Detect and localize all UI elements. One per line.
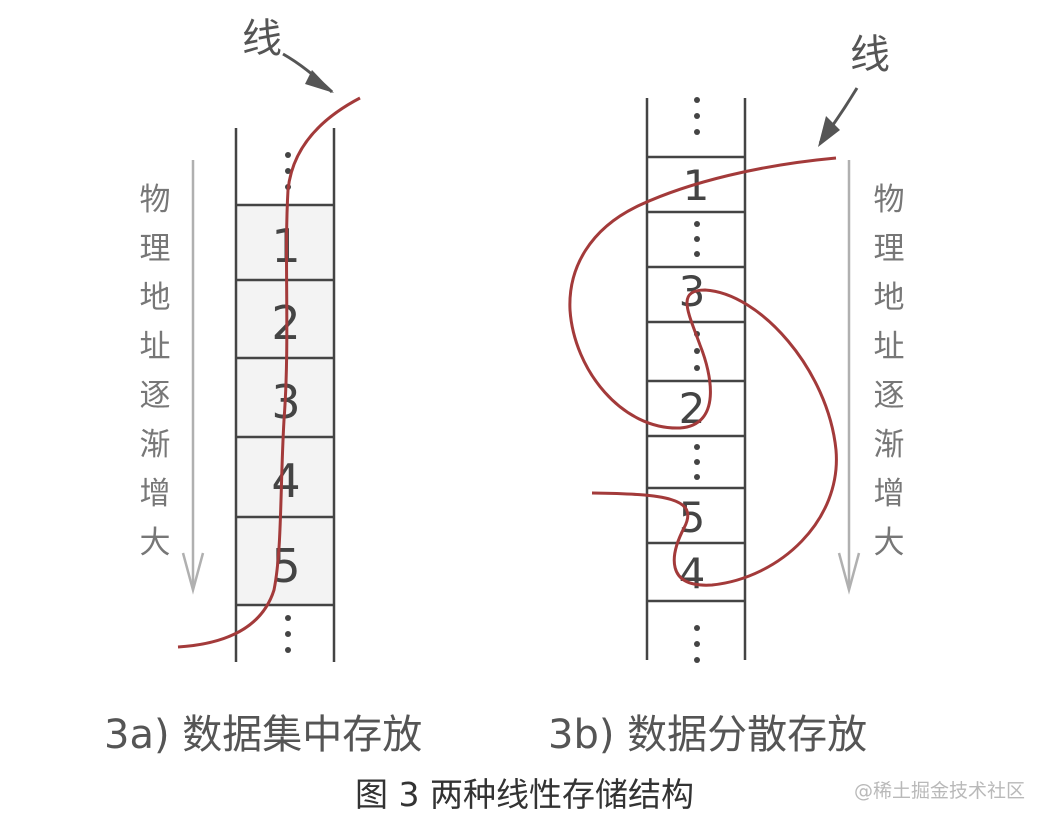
right-axis-char: 渐: [874, 427, 905, 463]
left-panel-caption: 3a) 数据集中存放: [104, 712, 423, 758]
left-axis-char: 渐: [140, 427, 171, 463]
left-axis-char: 大: [140, 525, 171, 561]
left-axis-arrow: [181, 160, 205, 595]
left-axis-char: 址: [140, 329, 171, 365]
right-line-label: 线: [850, 32, 890, 78]
right-panel: 1 3 2 5 4 物 理 地 址 逐 渐 增 大 线: [568, 32, 905, 663]
watermark: @稀土掘金技术社区: [853, 780, 1025, 802]
left-panel: 1 2 3 4 5 物 理 地 址 逐 渐 增 大 线: [140, 16, 361, 662]
right-axis-char: 大: [874, 525, 905, 561]
left-ellipsis-top: [285, 152, 291, 190]
right-axis-char: 物: [874, 182, 905, 218]
right-axis-char: 地: [874, 280, 905, 316]
right-axis-arrow: [837, 160, 861, 595]
left-axis-char: 理: [140, 231, 171, 267]
right-ellipsis-gap: [694, 221, 700, 257]
left-axis-label: 物 理 地 址 逐 渐 增 大: [140, 182, 171, 561]
right-axis-char: 址: [874, 329, 905, 365]
right-axis-char: 增: [874, 476, 905, 512]
right-panel-caption: 3b) 数据分散存放: [548, 712, 868, 758]
right-ellipsis-bottom: [694, 625, 700, 663]
right-ellipsis-top: [694, 97, 700, 135]
left-cell-label: 4: [271, 454, 300, 508]
right-cell-label: 5: [679, 493, 706, 542]
left-axis-char: 物: [140, 182, 171, 218]
right-axis-char: 理: [874, 231, 905, 267]
left-axis-char: 地: [140, 280, 171, 316]
left-axis-char: 逐: [140, 378, 171, 414]
figure-caption: 图 3 两种线性存储结构: [355, 775, 694, 814]
left-line-pointer-arrow: [282, 52, 334, 94]
left-data-thread: [177, 96, 361, 649]
right-axis-label: 物 理 地 址 逐 渐 增 大: [874, 182, 905, 561]
left-axis-char: 增: [140, 476, 171, 512]
right-ellipsis-gap: [694, 444, 700, 480]
left-line-label: 线: [242, 16, 282, 62]
right-data-thread: [568, 156, 838, 587]
right-axis-char: 逐: [874, 378, 905, 414]
right-line-pointer-arrow: [818, 87, 859, 147]
left-ellipsis-bottom: [285, 615, 291, 653]
right-cell-label: 4: [679, 549, 706, 598]
